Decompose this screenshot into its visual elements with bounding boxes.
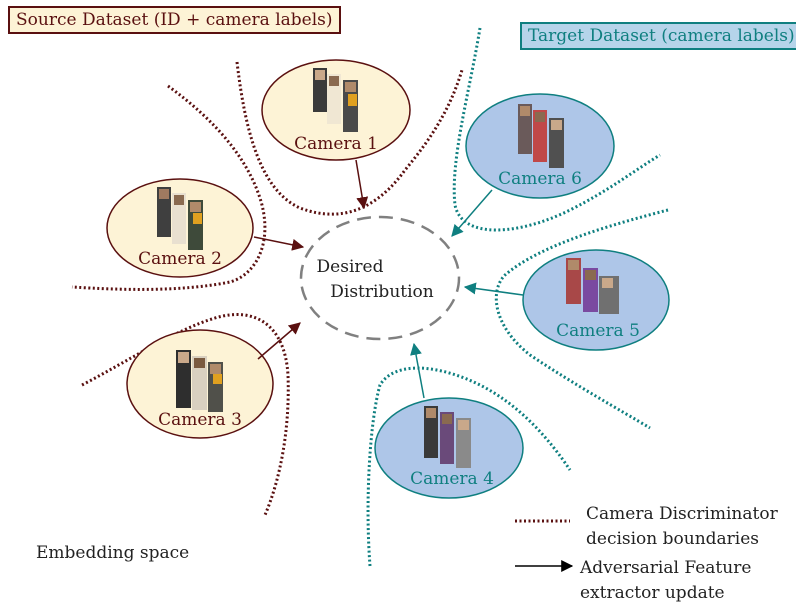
camera-4-person-photos [424, 406, 471, 468]
source-boundary-camera2 [71, 84, 267, 291]
camera-1-label: Camera 1 [294, 134, 378, 154]
desired-distribution-circle [299, 215, 461, 341]
arrow-camera-1 [355, 159, 369, 210]
camera-6-person-photos [518, 104, 564, 168]
camera-6-label: Camera 6 [498, 169, 582, 189]
camera-2-label: Camera 2 [138, 249, 222, 269]
target-boundary-camera6 [452, 27, 661, 232]
source-dataset-label: Source Dataset (ID + camera labels) [8, 6, 341, 34]
arrow-camera-4 [410, 342, 425, 399]
arrow-camera-3 [257, 322, 301, 360]
legend-arrow-line1: Adversarial Feature [579, 558, 751, 578]
camera-5-node: Camera 5 [522, 249, 670, 351]
legend: Camera Discriminator decision boundaries… [515, 504, 779, 603]
camera-5-person-photos [566, 258, 619, 314]
target-dataset-label: Target Dataset (camera labels) [520, 22, 796, 50]
target-boundaries [366, 27, 669, 567]
camera-3-person-photos [176, 350, 223, 412]
camera-3-label: Camera 3 [158, 410, 242, 430]
target-boundary-camera4 [366, 366, 572, 567]
source-boundary-camera1 [235, 61, 464, 216]
camera-2-node: Camera 2 [106, 178, 254, 278]
target-boundary-camera5 [494, 208, 669, 430]
camera-6-node: Camera 6 [465, 93, 615, 199]
camera-4-node: Camera 4 [374, 397, 524, 499]
camera-5-label: Camera 5 [556, 321, 640, 341]
embedding-space-label: Embedding space [36, 543, 189, 563]
camera-1-person-photos [313, 68, 358, 132]
legend-boundary-line2: decision boundaries [586, 529, 759, 549]
desired-label-line2: Distribution [330, 282, 434, 302]
camera-3-node: Camera 3 [126, 329, 274, 439]
camera-1-node: Camera 1 [261, 59, 411, 161]
update-arrows [253, 159, 524, 399]
arrow-camera-2 [253, 236, 305, 251]
legend-boundary-line1: Camera Discriminator [586, 504, 779, 524]
legend-arrow-line2: extractor update [580, 583, 725, 603]
camera-4-label: Camera 4 [410, 469, 494, 489]
camera-2-person-photos [157, 187, 203, 250]
arrow-camera-6 [451, 189, 493, 237]
arrow-camera-5 [463, 282, 524, 296]
desired-label-line1: Desired [317, 257, 384, 277]
